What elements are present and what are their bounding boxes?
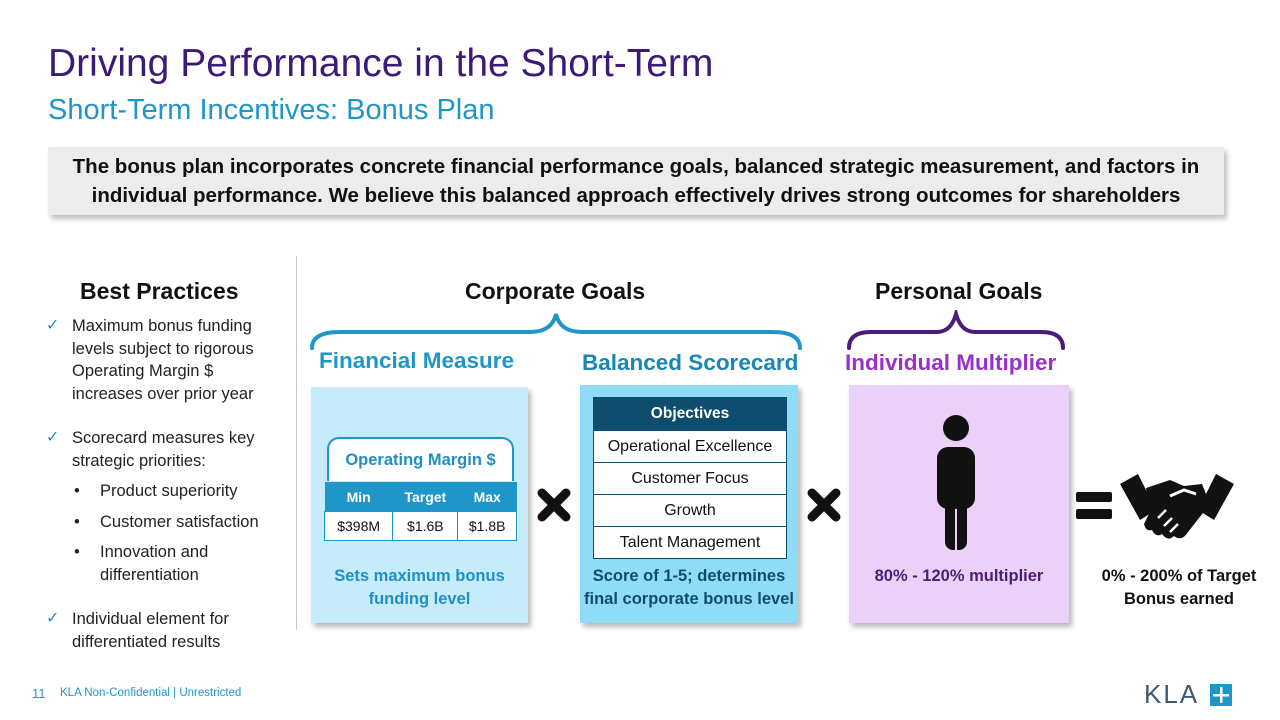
table-header-min: Min — [324, 482, 393, 512]
corporate-goals-brace — [310, 313, 802, 350]
kla-logo-text: KLA — [1144, 679, 1200, 709]
kla-logo-plus-icon — [1210, 684, 1232, 706]
handshake-icon — [1120, 474, 1234, 539]
sub-list-item: • Customer satisfaction — [46, 511, 286, 534]
individual-caption: 80% - 120% multiplier — [874, 567, 1044, 585]
financial-caption-line-2: funding level — [368, 590, 471, 608]
table-row: Growth — [593, 494, 787, 527]
result-caption: 0% - 200% of Target Bonus earned — [1086, 565, 1272, 611]
table-row: $398M $1.6B $1.8B — [323, 511, 517, 541]
checkmark-icon: ✓ — [46, 429, 60, 446]
objective-cell: Growth — [593, 494, 787, 527]
page-number: 11 — [32, 686, 46, 701]
list-item: ✓ Maximum bonus funding levels subject t… — [46, 315, 286, 405]
individual-multiplier-heading: Individual Multiplier — [845, 350, 1057, 375]
scorecard-caption-line-2: final corporate bonus level — [584, 590, 794, 608]
best-practices-list: ✓ Maximum bonus funding levels subject t… — [46, 315, 286, 675]
list-item-text: Maximum bonus funding levels subject to … — [72, 317, 254, 403]
best-practices-heading: Best Practices — [80, 278, 239, 304]
objective-cell: Talent Management — [593, 526, 787, 559]
vertical-divider — [296, 256, 297, 630]
scorecard-caption-line-1: Score of 1-5; determines — [592, 567, 786, 585]
classification-label: KLA Non-Confidential | Unrestricted — [60, 687, 242, 699]
list-item: ✓ Individual element for differentiated … — [46, 608, 286, 653]
financial-caption: Sets maximum bonus funding level — [311, 565, 528, 611]
checkmark-icon: ✓ — [46, 610, 60, 627]
checkmark-icon: ✓ — [46, 317, 60, 334]
page-title: Driving Performance in the Short-Term — [48, 42, 714, 85]
scorecard-caption: Score of 1-5; determines final corporate… — [580, 565, 798, 611]
banner-line-2: individual performance. We believe this … — [91, 184, 1181, 207]
list-item-text: Individual element for differentiated re… — [72, 610, 229, 651]
equals-icon — [1076, 492, 1112, 519]
sub-list-item: • Innovation and differentiation — [46, 541, 286, 586]
result-caption-line-1: 0% - 200% of Target — [1101, 567, 1257, 585]
table-header-target: Target — [392, 482, 458, 512]
objectives-header: Objectives — [593, 397, 787, 431]
table-header-max: Max — [457, 482, 517, 512]
result-caption-line-2: Bonus earned — [1123, 590, 1235, 608]
operating-margin-table: Min Target Max $398M $1.6B $1.8B — [323, 482, 517, 541]
personal-goals-brace — [847, 310, 1065, 350]
financial-caption-line-1: Sets maximum bonus — [334, 567, 505, 585]
objective-cell: Customer Focus — [593, 462, 787, 495]
balanced-scorecard-heading: Balanced Scorecard — [582, 350, 799, 375]
sub-list-item: • Product superiority — [46, 480, 286, 503]
sub-list-item-text: Innovation and differentiation — [100, 543, 209, 584]
list-item-text: Scorecard measures key strategic priorit… — [72, 429, 255, 470]
table-cell-max: $1.8B — [457, 511, 517, 541]
bullet-icon: • — [74, 482, 80, 500]
operating-margin-title: Operating Margin $ — [327, 437, 514, 481]
objectives-table: Objectives Operational Excellence Custom… — [593, 397, 787, 559]
bullet-icon: • — [74, 512, 80, 531]
table-row: Operational Excellence — [593, 430, 787, 463]
table-cell-target: $1.6B — [392, 511, 459, 541]
multiply-icon — [537, 488, 571, 522]
multiply-icon — [807, 488, 841, 522]
summary-banner: The bonus plan incorporates concrete fin… — [48, 147, 1224, 215]
objective-cell: Operational Excellence — [593, 430, 787, 463]
list-item: ✓ Scorecard measures key strategic prior… — [46, 427, 286, 472]
sub-list-item-text: Product superiority — [100, 482, 238, 500]
table-row: Customer Focus — [593, 462, 787, 495]
page-subtitle: Short-Term Incentives: Bonus Plan — [48, 94, 495, 126]
corporate-goals-heading: Corporate Goals — [465, 278, 646, 304]
financial-measure-heading: Financial Measure — [319, 348, 515, 373]
bullet-icon: • — [74, 543, 80, 561]
table-row: Talent Management — [593, 526, 787, 559]
personal-goals-heading: Personal Goals — [875, 278, 1043, 304]
sub-list-item-text: Customer satisfaction — [100, 512, 259, 531]
person-icon — [937, 415, 975, 550]
table-cell-min: $398M — [323, 511, 394, 541]
banner-line-1: The bonus plan incorporates concrete fin… — [72, 155, 1200, 178]
